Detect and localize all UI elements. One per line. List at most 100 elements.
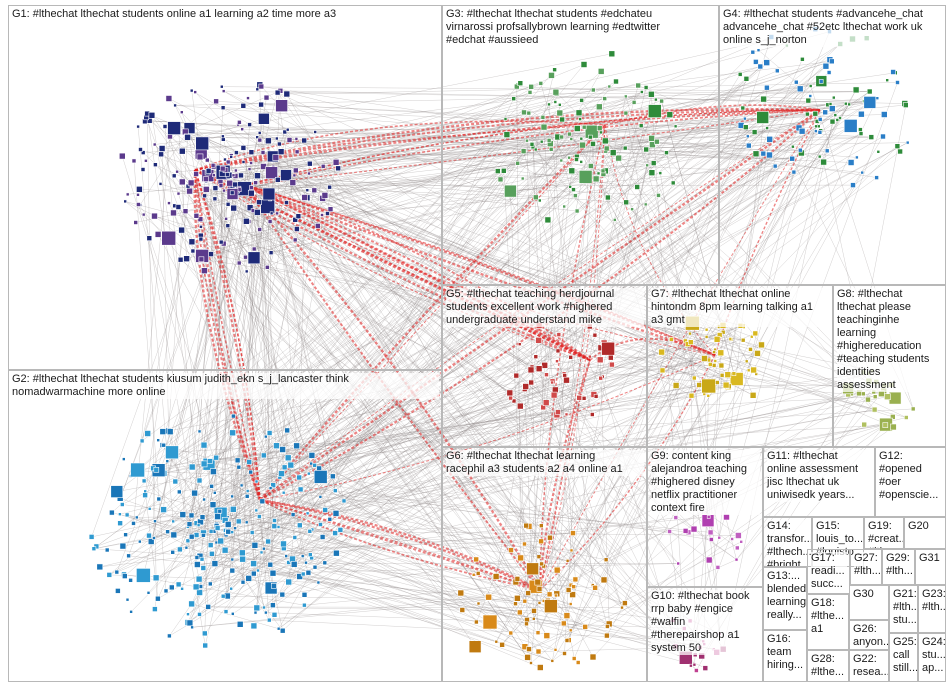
edge <box>144 191 190 496</box>
node <box>257 137 263 143</box>
node <box>170 531 178 539</box>
node <box>148 112 156 119</box>
node <box>170 549 175 555</box>
node <box>513 83 520 90</box>
node <box>538 538 544 545</box>
node <box>789 155 796 162</box>
edge <box>122 158 793 505</box>
node <box>514 594 521 602</box>
node <box>581 124 587 130</box>
edge <box>296 151 686 658</box>
node <box>274 177 281 183</box>
node <box>565 587 572 593</box>
edge <box>251 187 559 413</box>
node <box>620 605 624 610</box>
edge <box>119 192 233 499</box>
node <box>110 485 124 498</box>
group-label-g22: G22: resea... <box>853 653 889 679</box>
node <box>609 149 617 156</box>
node <box>513 372 520 379</box>
edge <box>325 334 720 511</box>
nodes <box>88 26 916 673</box>
node <box>814 129 818 133</box>
node <box>235 518 242 525</box>
node <box>503 117 508 121</box>
node <box>196 153 204 161</box>
node <box>260 452 267 459</box>
node <box>565 558 570 563</box>
edge <box>155 348 609 579</box>
node <box>635 82 642 89</box>
node <box>302 602 307 608</box>
group-box-g9: G9: content king alejandroa teaching #hi… <box>647 447 763 587</box>
node <box>643 202 648 207</box>
node <box>897 148 903 155</box>
edge <box>216 136 884 525</box>
node <box>138 539 142 544</box>
edge <box>138 204 463 611</box>
edge <box>163 445 270 621</box>
node <box>824 148 830 154</box>
edge <box>162 118 264 149</box>
node <box>175 581 182 588</box>
node <box>751 129 758 135</box>
edge <box>133 160 160 500</box>
node <box>817 117 823 122</box>
node <box>822 109 829 116</box>
edge-strong <box>244 109 821 186</box>
node <box>321 192 329 199</box>
edge <box>277 94 652 214</box>
edge-strong <box>194 120 606 171</box>
node <box>296 474 303 481</box>
node <box>197 429 202 434</box>
node <box>843 119 858 133</box>
node <box>240 127 244 131</box>
edge <box>189 137 258 525</box>
group-label-g29: G29: #lth... <box>886 552 913 578</box>
node <box>243 218 250 225</box>
node <box>485 593 493 601</box>
edge <box>178 206 476 647</box>
node <box>550 659 555 663</box>
edge <box>171 452 491 623</box>
edge <box>158 386 729 471</box>
node <box>248 469 253 475</box>
edge <box>293 351 715 515</box>
edge <box>578 112 776 167</box>
edge <box>209 98 764 462</box>
edge <box>326 160 562 196</box>
node <box>225 223 231 228</box>
edge <box>175 112 529 482</box>
node <box>523 522 530 529</box>
edge <box>256 432 270 608</box>
node <box>316 580 321 585</box>
node <box>146 235 153 241</box>
edge <box>314 219 549 466</box>
node <box>208 529 214 534</box>
node <box>167 121 181 135</box>
node <box>659 98 664 104</box>
node <box>257 131 262 135</box>
edge <box>99 553 212 568</box>
edge <box>535 94 652 587</box>
edge <box>247 490 568 562</box>
node <box>238 172 244 179</box>
node <box>748 347 753 352</box>
node <box>885 78 890 82</box>
node <box>293 442 300 450</box>
node <box>123 532 128 538</box>
node <box>818 79 824 84</box>
node <box>531 608 537 614</box>
edge <box>298 197 305 478</box>
edge <box>311 357 611 456</box>
node <box>526 110 532 116</box>
node <box>176 191 181 196</box>
node <box>251 570 257 577</box>
node <box>533 354 539 360</box>
edge <box>233 196 266 510</box>
node <box>244 493 250 499</box>
node <box>203 186 210 193</box>
edge <box>538 368 608 627</box>
node <box>230 557 235 562</box>
node <box>251 541 259 549</box>
